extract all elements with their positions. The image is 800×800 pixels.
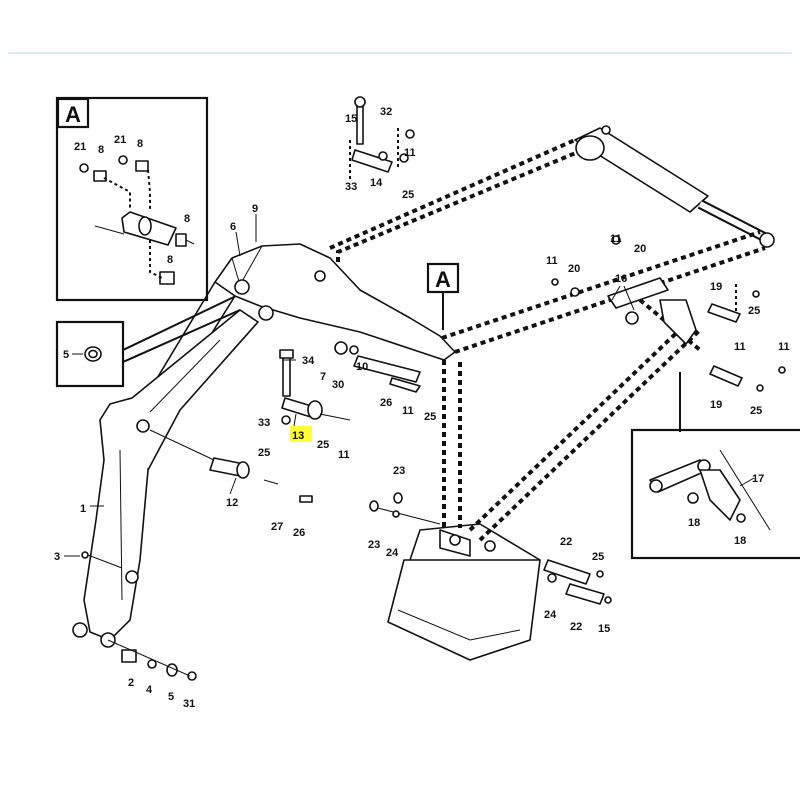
label-33-a: 33 — [345, 181, 357, 193]
label-32: 32 — [380, 106, 392, 118]
label-33-b: 33 — [258, 417, 270, 429]
label-14: 14 — [370, 177, 383, 189]
label-25-e: 25 — [748, 305, 760, 317]
label-24-a: 24 — [386, 547, 399, 559]
pin-assembly-boom[interactable] — [279, 341, 421, 425]
label-20-b: 20 — [568, 263, 580, 275]
label-13: 13 — [292, 430, 304, 442]
detail-a-label-8a: 8 — [98, 144, 104, 156]
detail-a-label-8c: 8 — [184, 213, 190, 225]
linkage-17-inset[interactable]: 17 18 18 — [630, 372, 800, 560]
inset-17-label: 17 — [752, 473, 764, 485]
label-19-b: 19 — [710, 399, 722, 411]
label-6: 6 — [230, 221, 236, 233]
label-22-b: 22 — [570, 621, 582, 633]
label-34: 34 — [302, 355, 315, 367]
bucket[interactable] — [369, 492, 612, 661]
detail-a-label-21a: 21 — [74, 141, 86, 153]
label-30: 30 — [332, 379, 344, 391]
washer-5-inset[interactable]: 5 — [55, 295, 241, 388]
label-26-b: 26 — [293, 527, 305, 539]
label-20-a: 20 — [634, 243, 646, 255]
callout-a-main-letter: A — [435, 267, 451, 292]
callout-a-main[interactable]: A — [426, 262, 460, 330]
label-26-a: 26 — [380, 397, 392, 409]
label-11-b: 11 — [402, 405, 414, 417]
label-2: 2 — [128, 677, 134, 689]
label-11-e: 11 — [546, 255, 558, 267]
label-25-a: 25 — [402, 189, 414, 201]
label-25-c: 25 — [317, 439, 329, 451]
detail-a-label-8d: 8 — [167, 254, 173, 266]
detail-a-inset[interactable]: A 21 8 21 8 8 8 — [55, 96, 209, 302]
part-labels: 1 2 3 4 5 6 7 9 10 11 11 11 11 11 11 11 … — [54, 106, 790, 710]
label-11-g: 11 — [778, 341, 790, 353]
label-11-f: 11 — [734, 341, 746, 353]
dipper-arm[interactable] — [72, 309, 259, 648]
label-25-g: 25 — [592, 551, 604, 563]
detail-a-label-8b: 8 — [137, 138, 143, 150]
washer-5-label: 5 — [63, 349, 69, 361]
pin-assembly-top[interactable] — [351, 96, 415, 173]
label-11-a: 11 — [404, 147, 416, 159]
label-25-b: 25 — [424, 411, 436, 423]
label-7: 7 — [320, 371, 326, 383]
label-1: 1 — [80, 503, 86, 515]
pin-assembly-dipper[interactable] — [149, 429, 313, 503]
label-4: 4 — [146, 684, 153, 696]
inset-17-label-18a: 18 — [688, 517, 700, 529]
inset-17-label-18b: 18 — [734, 535, 746, 547]
label-11-d: 11 — [610, 233, 622, 245]
label-23-b: 23 — [368, 539, 380, 551]
label-22-a: 22 — [560, 536, 572, 548]
top-rule — [8, 52, 792, 54]
pin-assembly-bottom[interactable] — [81, 551, 197, 681]
label-31: 31 — [183, 698, 195, 710]
label-23-a: 23 — [393, 465, 405, 477]
label-27: 27 — [271, 521, 283, 533]
label-19-a: 19 — [710, 281, 722, 293]
label-24-b: 24 — [544, 609, 557, 621]
label-10: 10 — [356, 361, 368, 373]
highlight-13 — [290, 426, 312, 442]
detail-a-letter: A — [65, 102, 81, 127]
label-15-a: 15 — [345, 113, 357, 125]
label-5: 5 — [168, 691, 174, 703]
label-3: 3 — [54, 551, 60, 563]
linkage-assembly[interactable] — [551, 235, 786, 392]
label-15-b: 15 — [598, 623, 610, 635]
label-9: 9 — [252, 203, 258, 215]
label-12: 12 — [226, 497, 238, 509]
label-25-f: 25 — [750, 405, 762, 417]
label-11-c: 11 — [338, 449, 350, 461]
label-25-d: 25 — [258, 447, 270, 459]
leader-lines — [64, 214, 755, 557]
hydraulic-cylinder[interactable] — [574, 125, 775, 248]
detail-a-label-21b: 21 — [114, 134, 126, 146]
label-16: 16 — [615, 273, 627, 285]
